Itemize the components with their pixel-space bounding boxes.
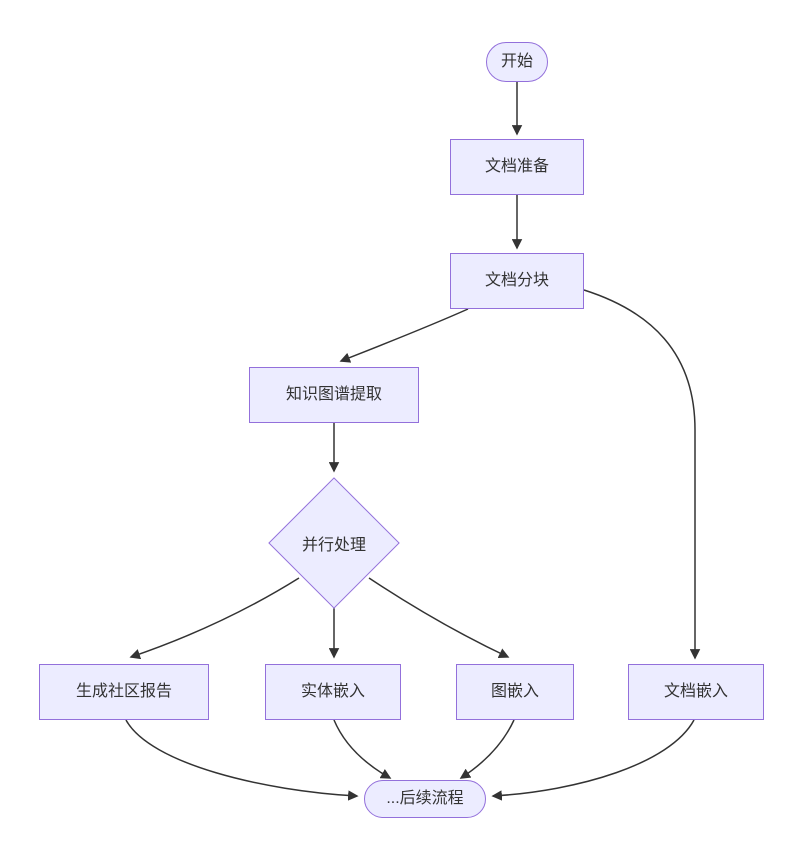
edge-entity-embed-next-steps bbox=[333, 719, 392, 779]
node-community-report: 生成社区报告 bbox=[39, 664, 209, 720]
node-parallel: 并行处理 bbox=[268, 477, 400, 609]
node-start: 开始 bbox=[486, 42, 548, 82]
node-doc-prep: 文档准备 bbox=[450, 139, 584, 195]
node-parallel-label: 并行处理 bbox=[301, 537, 366, 554]
node-kg-extract: 知识图谱提取 bbox=[249, 367, 419, 423]
edge-doc-chunk-doc-embed bbox=[583, 289, 701, 660]
node-doc-embed: 文档嵌入 bbox=[628, 664, 764, 720]
node-next-steps: ...后续流程 bbox=[364, 780, 486, 818]
edge-graph-embed-next-steps bbox=[459, 719, 515, 779]
node-entity-embed: 实体嵌入 bbox=[265, 664, 401, 720]
edge-doc-embed-next-steps bbox=[491, 719, 695, 801]
edge-doc-chunk-kg-extract bbox=[339, 308, 469, 363]
edge-community-report-next-steps bbox=[125, 719, 359, 801]
node-graph-embed: 图嵌入 bbox=[456, 664, 574, 720]
node-doc-chunk: 文档分块 bbox=[450, 253, 584, 309]
